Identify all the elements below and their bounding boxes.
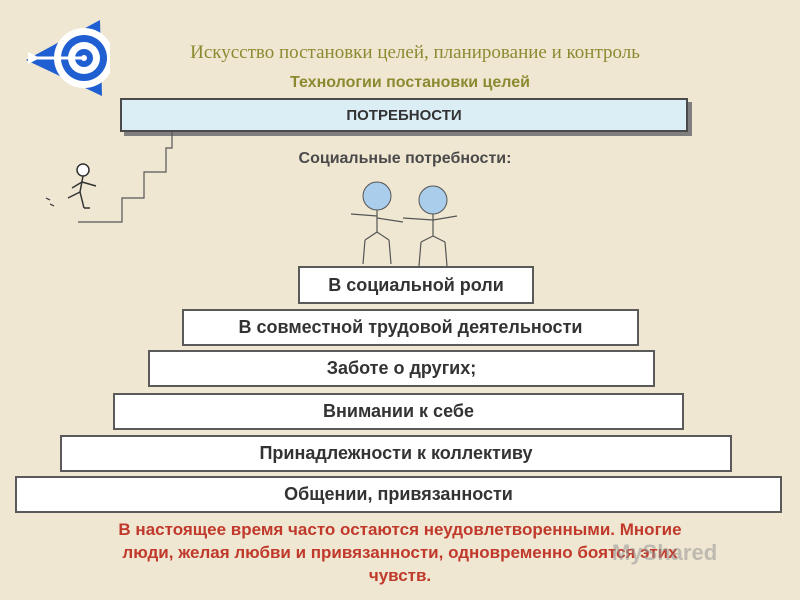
pyramid-level-caring-for-others: Заботе о других; [148, 350, 655, 387]
watermark: MyShared [612, 540, 718, 565]
two-people-holding-hands-icon [350, 181, 458, 267]
target-logo-icon [26, 20, 110, 96]
pyramid-level-belonging: Принадлежности к коллективу [60, 435, 732, 472]
person-on-stairs-icon [45, 132, 173, 223]
pyramid-level-joint-work: В совместной трудовой деятельности [182, 309, 639, 346]
pyramid-level-social-role: В социальной роли [298, 266, 534, 304]
section-heading: Социальные потребности: [298, 150, 512, 167]
pyramid-level-communication: Общении, привязанности [15, 476, 782, 513]
needs-banner: ПОТРЕБНОСТИ [120, 98, 688, 132]
page-title: Искусство постановки целей, планирование… [190, 42, 640, 63]
pyramid-level-attention-to-self: Внимании к себе [113, 393, 684, 430]
footnote-line-1: В настоящее время часто остаются неудовл… [118, 520, 682, 539]
footnote: В настоящее время часто остаются неудовл… [0, 518, 800, 587]
page-subtitle: Технологии постановки целей [290, 74, 530, 91]
footnote-line-3: чувств. [368, 566, 432, 585]
footnote-line-2: люди, желая любви и привязанности, однов… [122, 543, 678, 562]
